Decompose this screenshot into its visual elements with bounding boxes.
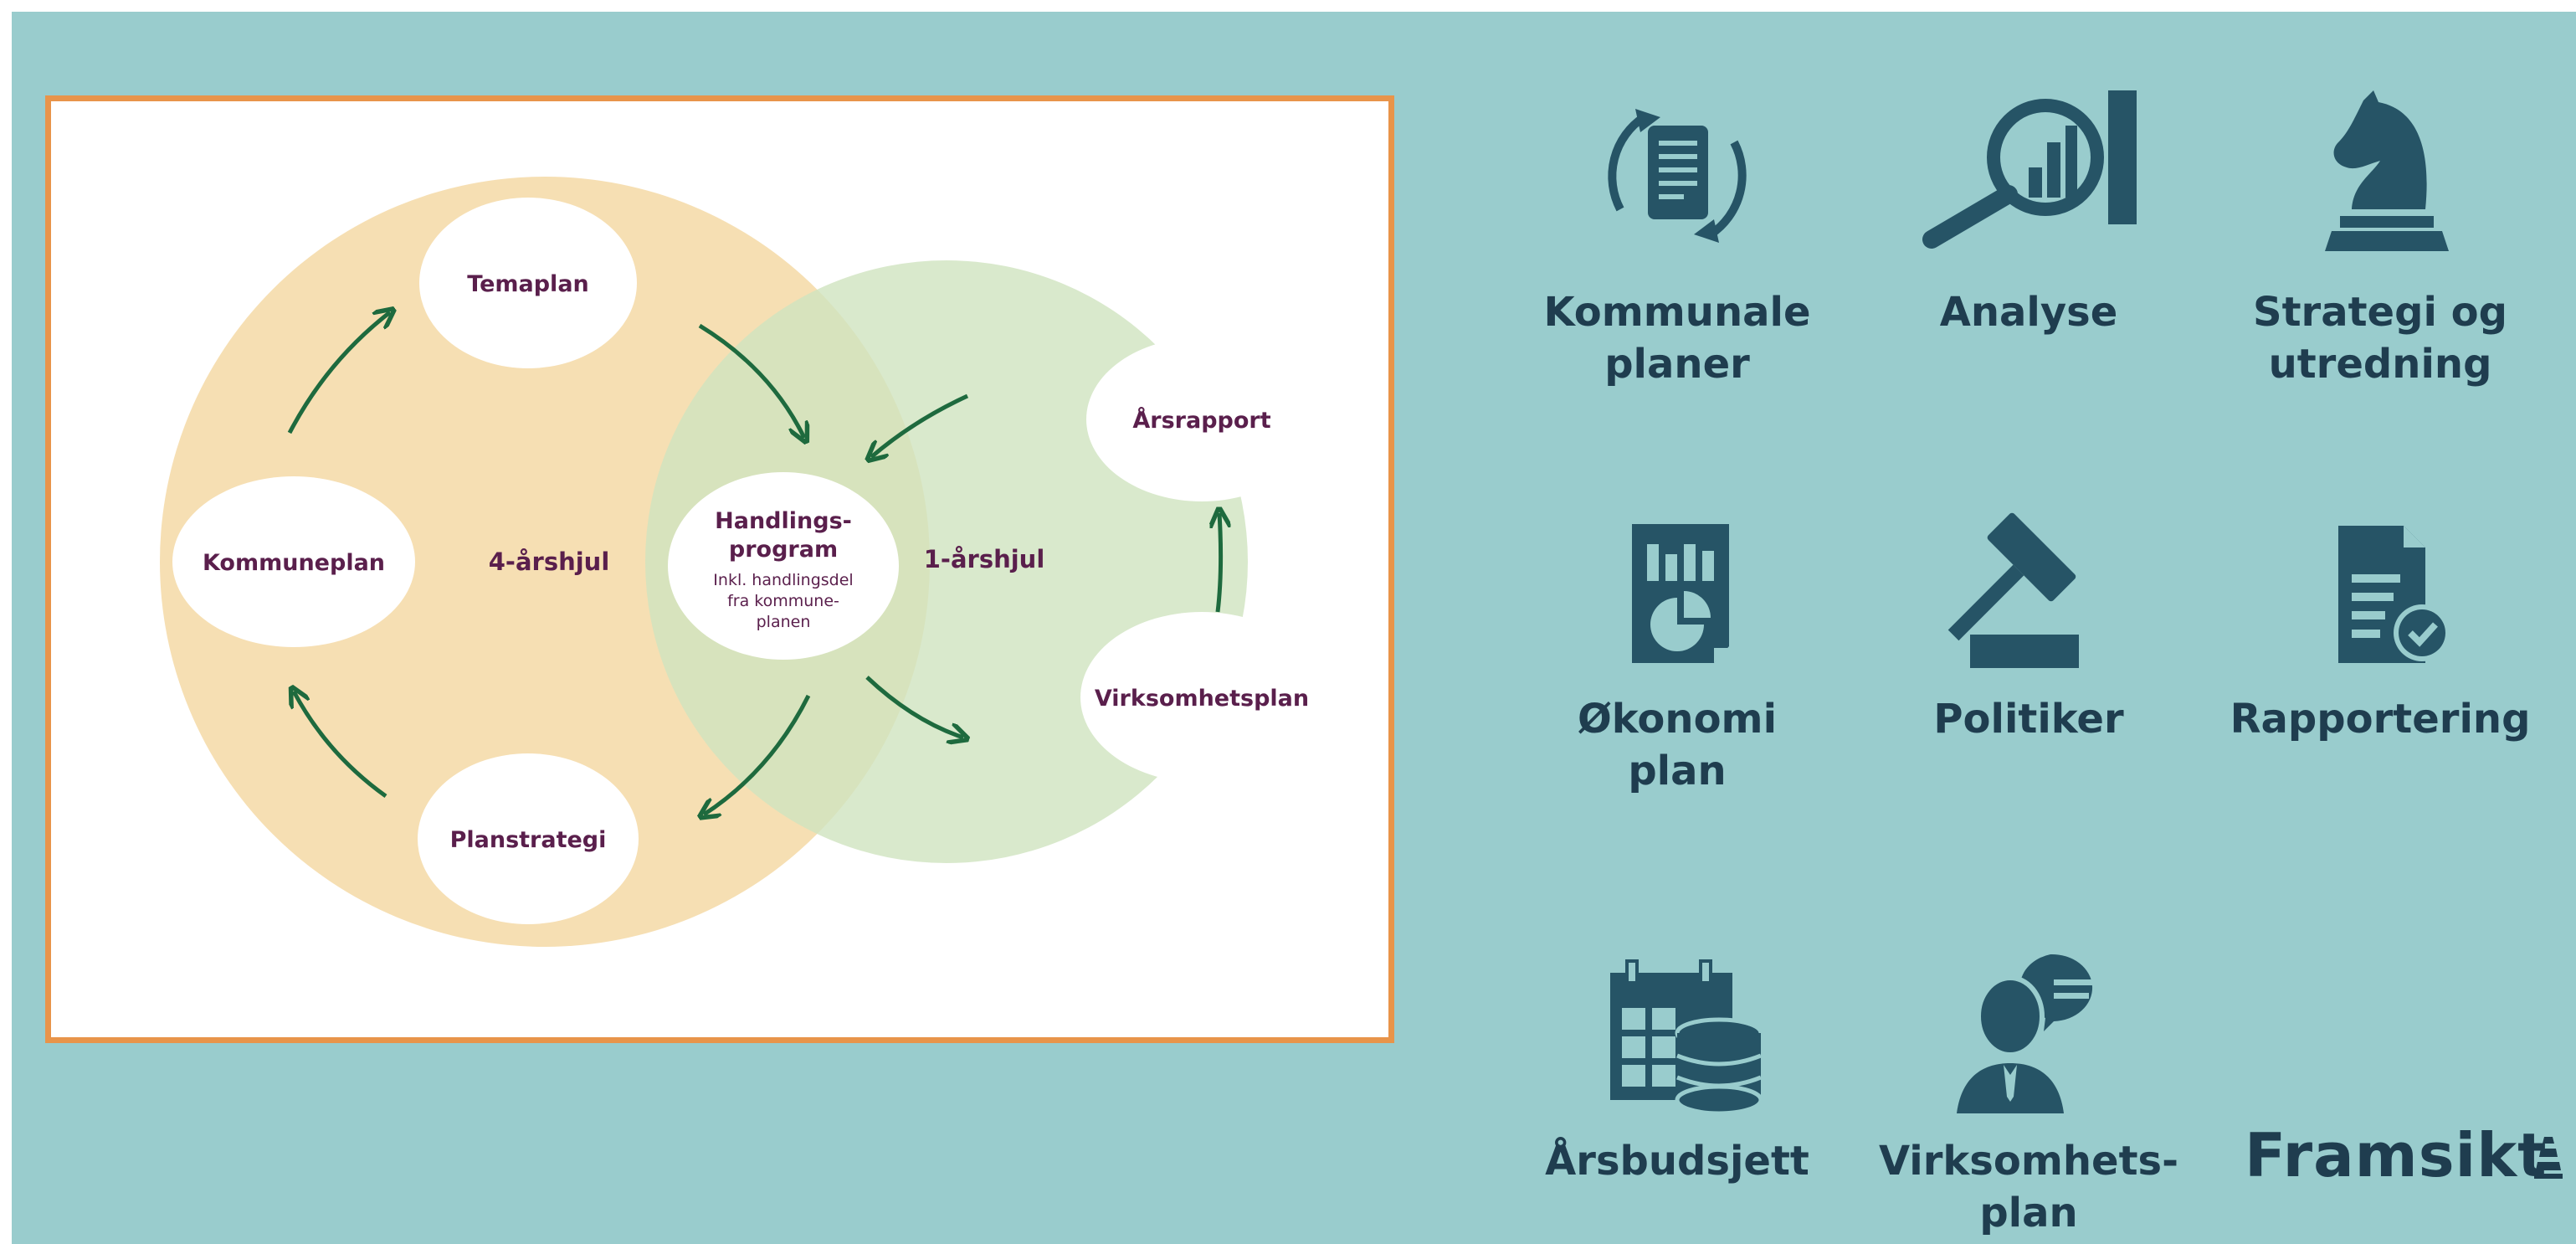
gavel-icon bbox=[1947, 512, 2079, 668]
one-year-wheel-label: 1-årshjul bbox=[924, 545, 1045, 573]
tile-arsbudsjett[interactable]: Årsbudsjett bbox=[1501, 949, 1853, 1187]
tile-virksomhetsplan[interactable]: Virksomhets- plan bbox=[1853, 949, 2204, 1239]
virksomhetsplan-node bbox=[1080, 612, 1323, 783]
tile-label-line: planer bbox=[1604, 341, 1750, 388]
arsrapport-label: Årsrapport bbox=[1132, 407, 1270, 434]
tile-label-line: plan bbox=[1628, 748, 1727, 794]
framsikt-logo[interactable]: Framsikt bbox=[2245, 1120, 2563, 1190]
arrow-virksomhetsplan-to-arsrapport bbox=[1218, 513, 1221, 613]
arrow-planstrategi-to-kommuneplan bbox=[294, 691, 387, 799]
temaplan-node bbox=[419, 198, 637, 368]
tile-rapportering[interactable]: Rapportering bbox=[2204, 507, 2556, 745]
page-canvas: Temaplan Kommuneplan Planstrategi Årsrap… bbox=[12, 12, 2576, 1244]
handlingsprogram-node bbox=[668, 472, 899, 660]
magnifier-chart-icon bbox=[1922, 90, 2137, 249]
handlingsprogram-subtitle-line2: fra kommune- bbox=[727, 592, 839, 610]
handlingsprogram-title-line2: program bbox=[729, 537, 838, 563]
tile-label-line: Politiker bbox=[1933, 696, 2124, 743]
tile-strategi-og-utredning[interactable]: Strategi og utredning bbox=[2204, 84, 2556, 390]
temaplan-label: Temaplan bbox=[467, 271, 589, 297]
tile-label-line: Økonomi bbox=[1577, 696, 1778, 743]
tile-label-line: plan bbox=[1979, 1190, 2078, 1236]
planning-cycle-diagram: Temaplan Kommuneplan Planstrategi Årsrap… bbox=[45, 95, 1394, 1043]
tile-politiker[interactable]: Politiker bbox=[1853, 507, 2204, 745]
planstrategi-label: Planstrategi bbox=[450, 827, 607, 853]
arsrapport-node bbox=[1086, 337, 1317, 501]
arrow-arsrapport-to-handlingsprogram bbox=[871, 393, 969, 457]
tile-label-line: Analyse bbox=[1939, 289, 2118, 336]
arrow-kommuneplan-to-temaplan bbox=[287, 312, 390, 434]
calendar-database-icon bbox=[1610, 959, 1763, 1116]
tile-label-line: Kommunale bbox=[1543, 289, 1811, 336]
tile-okonomi-plan[interactable]: Økonomi plan bbox=[1501, 507, 1853, 797]
arrow-handlingsprogram-to-virksomhetsplan bbox=[865, 676, 963, 738]
four-year-wheel-label: 4-årshjul bbox=[489, 547, 610, 576]
kommuneplan-label: Kommuneplan bbox=[203, 550, 385, 576]
tile-label-line: Rapportering bbox=[2230, 696, 2531, 743]
kommuneplan-node bbox=[172, 476, 415, 647]
tile-label-line: utredning bbox=[2268, 341, 2492, 388]
person-speech-bubble-icon bbox=[1957, 954, 2097, 1113]
planstrategi-node bbox=[418, 753, 639, 924]
tile-label-line: Årsbudsjett bbox=[1545, 1138, 1809, 1185]
handlingsprogram-title-line1: Handlings- bbox=[715, 508, 852, 534]
cycle-diagram-svg: Temaplan Kommuneplan Planstrategi Årsrap… bbox=[160, 177, 1323, 947]
framsikt-logo-mark bbox=[2534, 1137, 2563, 1179]
chess-knight-icon bbox=[2325, 90, 2449, 251]
document-checkmark-icon bbox=[2338, 526, 2450, 663]
tile-label-line: Strategi og bbox=[2253, 289, 2507, 336]
document-cycle-icon bbox=[1608, 109, 1747, 243]
tile-analyse[interactable]: Analyse bbox=[1853, 84, 2204, 338]
arrow-handlingsprogram-to-planstrategi bbox=[704, 694, 811, 815]
brand-name: Framsikt bbox=[2245, 1120, 2548, 1190]
handlingsprogram-subtitle-line3: planen bbox=[757, 613, 811, 631]
tile-kommunale-planer[interactable]: Kommunale planer bbox=[1501, 84, 1853, 390]
arrow-temaplan-to-handlingsprogram bbox=[698, 323, 804, 438]
report-pie-chart-icon bbox=[1632, 524, 1729, 663]
virksomhetsplan-label: Virksomhetsplan bbox=[1095, 686, 1309, 712]
tile-label-line: Virksomhets- bbox=[1878, 1138, 2179, 1185]
handlingsprogram-subtitle-line1: Inkl. handlingsdel bbox=[713, 571, 853, 589]
